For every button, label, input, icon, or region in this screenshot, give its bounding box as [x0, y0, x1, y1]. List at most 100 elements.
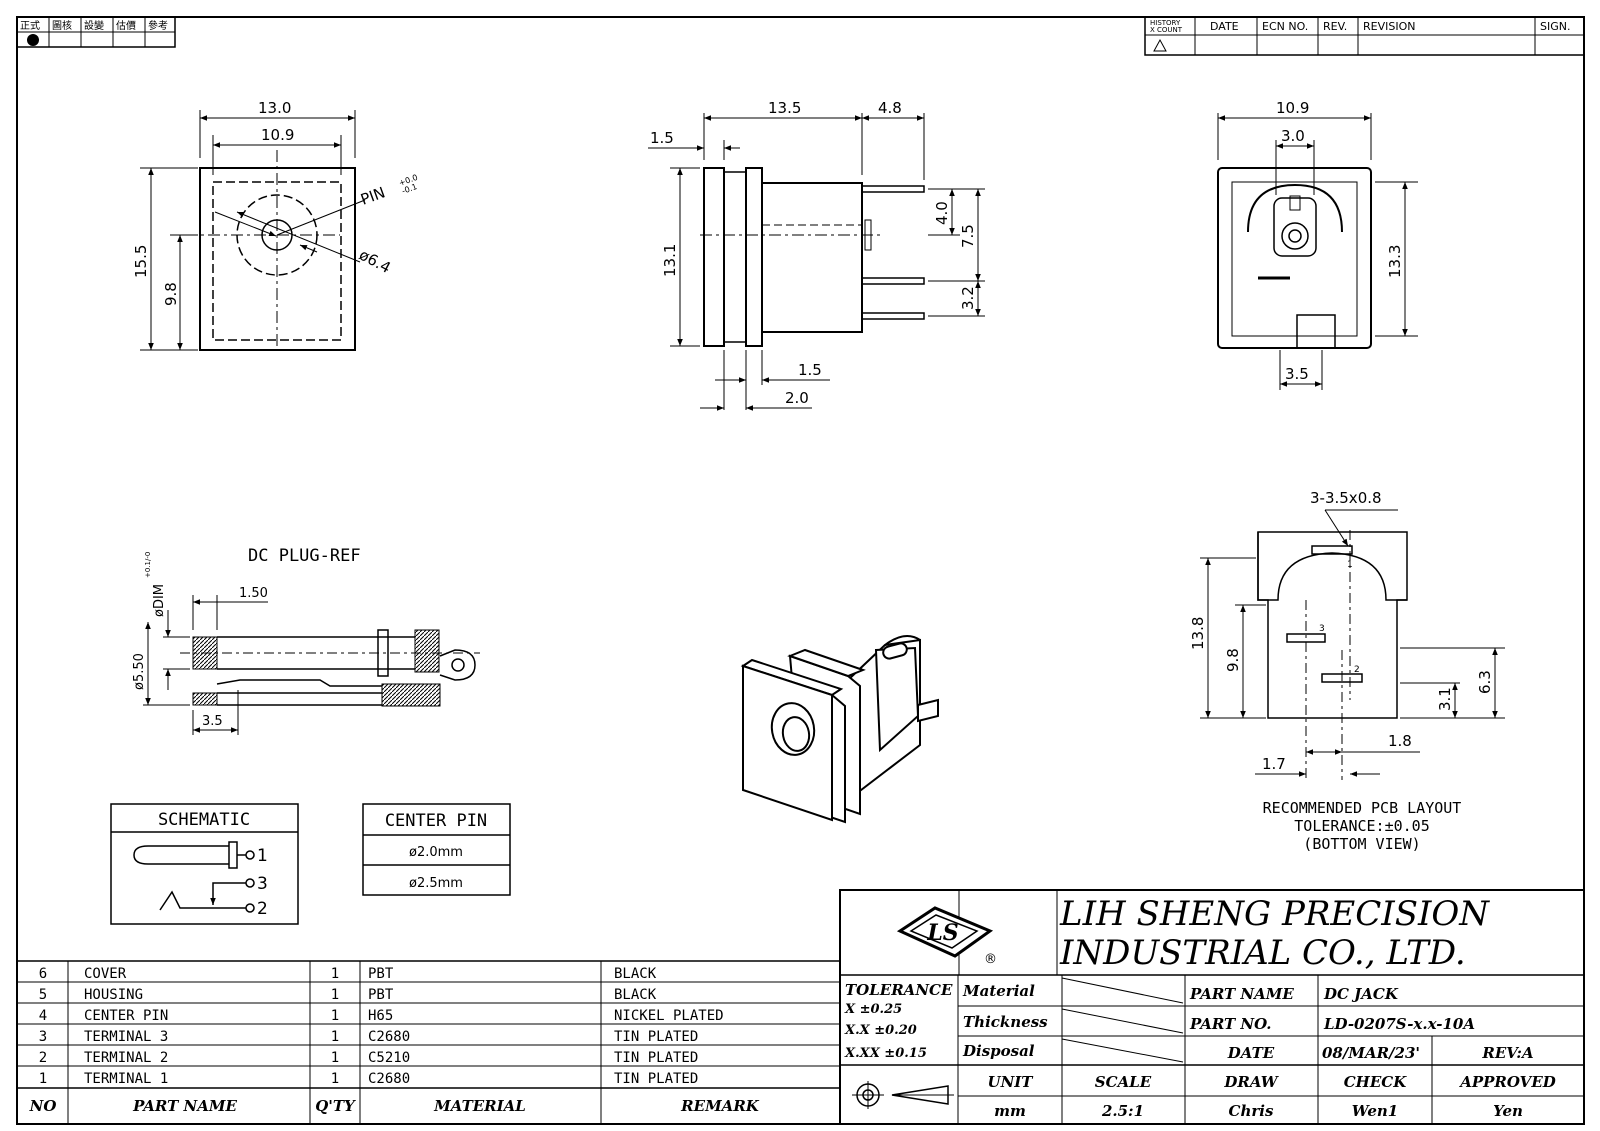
pcb-dim-mid-height: 9.8 [1224, 648, 1242, 672]
side-dim-flange: 1.5 [650, 129, 674, 147]
bom-header-qty: Q'TY [315, 1097, 356, 1115]
front-width-inner: 10.9 [261, 126, 294, 144]
date-value: 08/MAR/23' [1322, 1044, 1420, 1062]
bom-cell-material: C2680 [368, 1071, 410, 1087]
pcb-dim-right-a: 6.3 [1476, 670, 1494, 694]
side-dim-terminal: 4.8 [878, 99, 902, 117]
bom-cell-remark: BLACK [614, 966, 657, 982]
bom-cell-material: PBT [368, 987, 394, 1003]
side-view: 1.5 13.5 4.8 13.1 4.0 7.5 3.2 1.5 2.0 [648, 99, 985, 411]
company-name-line1: LIH SHENG PRECISION [1059, 894, 1490, 934]
center-pin-option-1: ø2.0mm [409, 845, 463, 860]
bom-cell-no: 1 [39, 1071, 47, 1087]
bom-cell-no: 5 [39, 987, 47, 1003]
front-height-outer: 15.5 [132, 245, 150, 278]
bom-cell-qty: 1 [331, 1050, 339, 1066]
registered-mark: ® [984, 952, 997, 967]
company-logo: LS ® [896, 906, 997, 967]
projection-symbol-icon [852, 1081, 954, 1109]
check-label: CHECK [1344, 1073, 1407, 1091]
schematic: SCHEMATIC 1 3 2 [110, 803, 299, 925]
front-diameter-label: ø6.4 [356, 246, 394, 277]
revision-value: REV:A [1481, 1044, 1533, 1062]
rear-dim-height: 13.3 [1386, 245, 1404, 278]
approved-value: Yen [1493, 1102, 1523, 1120]
draw-label: DRAW [1223, 1073, 1279, 1091]
thickness-label: Thickness [963, 1013, 1048, 1031]
part-name-value: DC JACK [1323, 985, 1399, 1003]
rev-sign-header: SIGN. [1540, 20, 1570, 33]
bom-cell-qty: 1 [331, 966, 339, 982]
bom-cell-name: TERMINAL 2 [84, 1050, 168, 1066]
material-label: Material [962, 982, 1035, 1000]
tolerance-x: X ±0.25 [844, 1002, 902, 1017]
bom-cell-material: PBT [368, 966, 394, 982]
side-dim-bottom-b: 2.0 [785, 389, 809, 407]
rev-rev-header: REV. [1323, 20, 1347, 33]
center-pin-option-2: ø2.5mm [409, 876, 463, 891]
bom-cell-remark: TIN PLATED [614, 1071, 698, 1087]
bom-cell-no: 4 [39, 1008, 47, 1024]
part-name-label: PART NAME [1189, 985, 1294, 1003]
bom-cell-qty: 1 [331, 1008, 339, 1024]
plug-length-label: 1.50 [239, 586, 268, 601]
schematic-title: SCHEMATIC [158, 810, 250, 830]
bom-cell-qty: 1 [331, 1071, 339, 1087]
pcb-dim-right-b: 3.1 [1436, 687, 1454, 711]
side-dim-r3: 3.2 [959, 286, 977, 310]
pcb-dim-d2: 1.7 [1262, 755, 1286, 773]
plug-title: DC PLUG-REF [248, 546, 361, 566]
tolerance-label: TOLERANCE [845, 981, 953, 999]
rev-revision-header: REVISION [1363, 20, 1415, 33]
tolerance-xxx: X.XX ±0.15 [844, 1046, 927, 1061]
approval-cell-1: 正式 [20, 19, 40, 32]
bom-cell-remark: BLACK [614, 987, 657, 1003]
front-view: 13.0 10.9 15.5 9.8 PIN +0.0 -0.1 ø6.4 [132, 99, 419, 351]
approval-cell-5: 參考 [148, 19, 168, 32]
unit-value: mm [994, 1102, 1026, 1120]
plug-dim-tolerance: +0.1/-0 [144, 552, 152, 578]
rev-history-label: HISTORY [1150, 19, 1181, 27]
bom-cell-no: 2 [39, 1050, 47, 1066]
pin-label: PIN [358, 183, 387, 208]
bom-cell-qty: 1 [331, 1029, 339, 1045]
bom-cell-name: TERMINAL 1 [84, 1071, 168, 1087]
side-dim-r1: 4.0 [933, 201, 951, 225]
bom-cell-name: COVER [84, 966, 127, 982]
draw-value: Chris [1229, 1102, 1274, 1120]
bom-cell-name: CENTER PIN [84, 1008, 168, 1024]
side-dim-body: 13.5 [768, 99, 801, 117]
pcb-layout: 1 3 2 3-3.5x0.8 13.8 9.8 6.3 3.1 1.8 1.7… [1189, 489, 1505, 853]
rev-xcount-label: X COUNT [1150, 26, 1183, 34]
rear-view: 10.9 3.0 13.3 3.5 [1217, 99, 1418, 390]
pcb-pin2-label: 2 [1354, 665, 1360, 675]
approval-cell-2: 圖核 [52, 19, 72, 32]
revision-triangle-icon [1153, 38, 1167, 52]
bom-cell-no: 3 [39, 1029, 47, 1045]
unit-label: UNIT [988, 1073, 1035, 1091]
bom-cell-no: 6 [39, 966, 47, 982]
scale-label: SCALE [1095, 1073, 1152, 1091]
bom-table [17, 960, 840, 1124]
iso-view [740, 635, 939, 824]
side-dim-r2: 7.5 [959, 224, 977, 248]
center-pin-table: CENTER PIN ø2.0mm ø2.5mm [362, 803, 511, 896]
tolerance-xx: X.X ±0.20 [844, 1023, 917, 1038]
plug-tip-label: 3.5 [202, 714, 223, 729]
bom-cell-material: H65 [368, 1008, 393, 1024]
front-height-center: 9.8 [162, 282, 180, 306]
rev-date-header: DATE [1210, 20, 1239, 33]
pcb-holes-label: 3-3.5x0.8 [1310, 489, 1382, 507]
bom-header-name: PART NAME [132, 1097, 237, 1115]
part-no-value: LD-0207S-x.x-10A [1323, 1015, 1475, 1033]
bom-cell-remark: TIN PLATED [614, 1029, 698, 1045]
bom-header-remark: REMARK [680, 1097, 760, 1115]
approved-label: APPROVED [1458, 1073, 1556, 1091]
bom-header-no: NO [29, 1097, 57, 1115]
dc-plug-ref: DC PLUG-REF øDIM +0.1/-0 ø5.50 1.50 3.5 [132, 546, 480, 735]
revision-block: HISTORY X COUNT DATE ECN NO. REV. REVISI… [1144, 16, 1585, 56]
logo-mark: LS [926, 920, 958, 946]
bom-cell-material: C5210 [368, 1050, 410, 1066]
center-pin-title: CENTER PIN [385, 811, 487, 831]
